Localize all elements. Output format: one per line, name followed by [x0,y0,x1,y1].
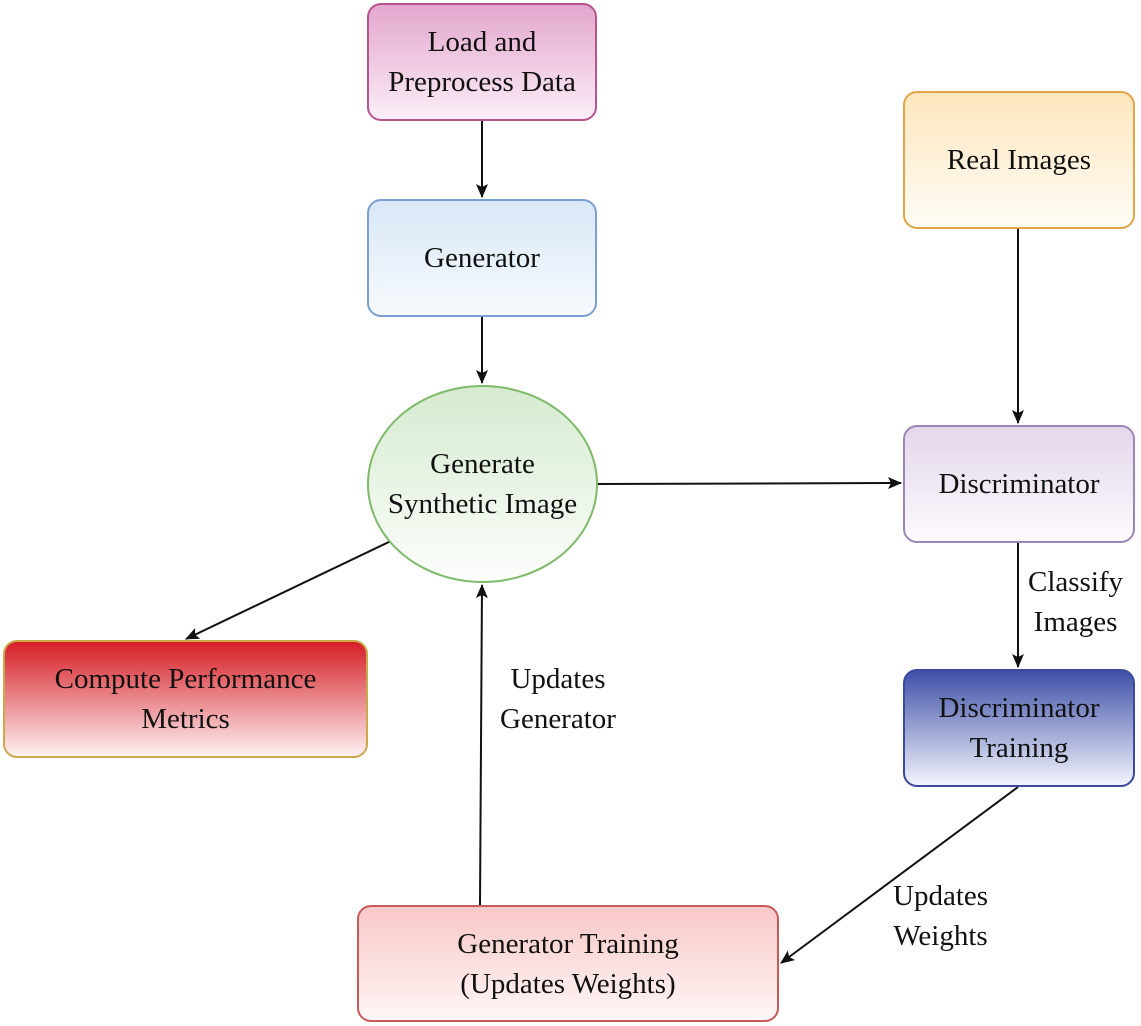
real-images-node: Real Images [903,91,1135,229]
compute-metrics-node: Compute Performance Metrics [3,640,368,758]
updates-weights-label: Updates Weights [893,876,988,956]
disc-training-line-2: Training [969,732,1069,764]
gen-training-line-1: Generator Training [457,927,679,960]
arrow-synthetic-to-discriminator [597,477,902,490]
arrow-synthetic-to-metrics [185,528,417,640]
updates-weights-line-1: Updates [893,880,989,912]
discriminator-training-node: Discriminator Training [903,669,1135,787]
load-line-2: Preprocess Data [388,66,576,98]
generator-node: Generator [367,199,597,317]
generate-synthetic-image-node: Generate Synthetic Image [367,385,598,583]
arrow-disc-training-to-gen-training [780,786,1019,964]
classify-images-label: Classify Images [1028,562,1123,642]
discriminator-label: Discriminator [938,468,1100,500]
updates-generator-label: Updates Generator [500,659,616,739]
classify-line-1: Classify [1028,566,1124,598]
classify-line-2: Images [1033,606,1118,638]
disc-training-line-1: Discriminator [938,692,1100,724]
metrics-line-1: Compute Performance [54,663,317,695]
arrow-gen-training-to-synthetic [475,584,488,906]
updates-weights-line-2: Weights [893,920,988,952]
gen-training-line-2: (Updates Weights) [460,967,676,1000]
updates-generator-line-2: Generator [500,703,616,735]
updates-generator-line-1: Updates [510,663,606,695]
load-preprocess-node: Load and Preprocess Data [367,3,597,121]
generator-training-node: Generator Training (Updates Weights) [357,905,779,1022]
real-images-label: Real Images [946,144,1092,176]
synthetic-line-2: Synthetic Image [387,488,578,520]
generator-label: Generator [424,242,540,274]
discriminator-node: Discriminator [903,425,1135,543]
synthetic-line-1: Generate [430,448,535,480]
load-line-1: Load and [427,26,537,58]
metrics-line-2: Metrics [141,703,230,735]
